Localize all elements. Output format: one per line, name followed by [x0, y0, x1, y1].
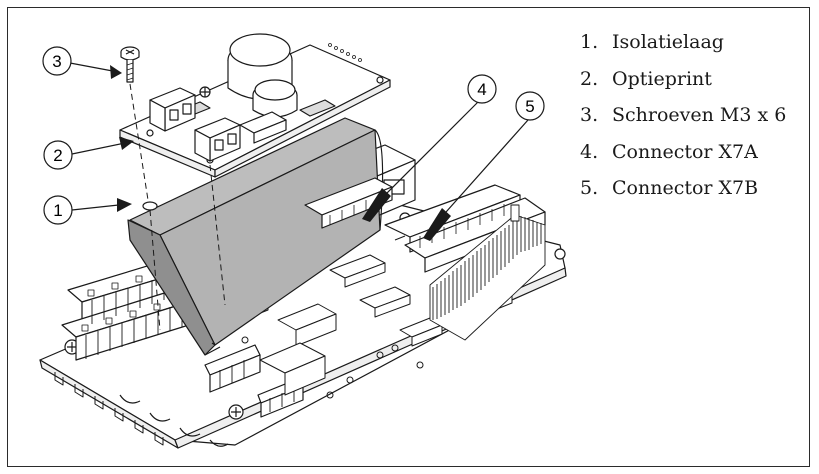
legend-text: Connector X7A [612, 140, 758, 163]
legend-item: 3. Schroeven M3 x 6 [580, 104, 786, 141]
callout-2: 2 [53, 146, 62, 165]
callout-5: 5 [525, 97, 534, 116]
legend-number: 2. [580, 67, 599, 90]
leader-lines [69, 62, 529, 231]
legend-text: Optieprint [612, 67, 712, 90]
legend-item: 2. Optieprint [580, 68, 786, 105]
callout-1: 1 [53, 201, 62, 220]
insulation-sheet [127, 117, 384, 356]
legend-number: 4. [580, 140, 599, 163]
ribbon-cable [429, 204, 546, 341]
legend-number: 3. [580, 104, 599, 126]
legend-number: 5. [580, 177, 599, 199]
legend-item: 1. Isolatielaag [580, 31, 786, 68]
connector-x7a [304, 177, 393, 229]
legend-text: Isolatielaag [612, 31, 724, 53]
option-board [119, 33, 391, 178]
legend-text: Connector X7B [612, 177, 759, 199]
callout-4: 4 [477, 80, 486, 99]
legend-text: Schroeven M3 x 6 [612, 104, 787, 126]
alignment-lines [129, 83, 226, 331]
legend-item: 4. Connector X7A [580, 141, 786, 178]
callout-3: 3 [52, 52, 61, 71]
legend-item: 5. Connector X7B [580, 177, 786, 214]
legend-number: 1. [580, 31, 599, 53]
screw [120, 46, 140, 83]
parts-legend: 1. Isolatielaag 2. Optieprint 3. Schroeven … [580, 31, 786, 214]
